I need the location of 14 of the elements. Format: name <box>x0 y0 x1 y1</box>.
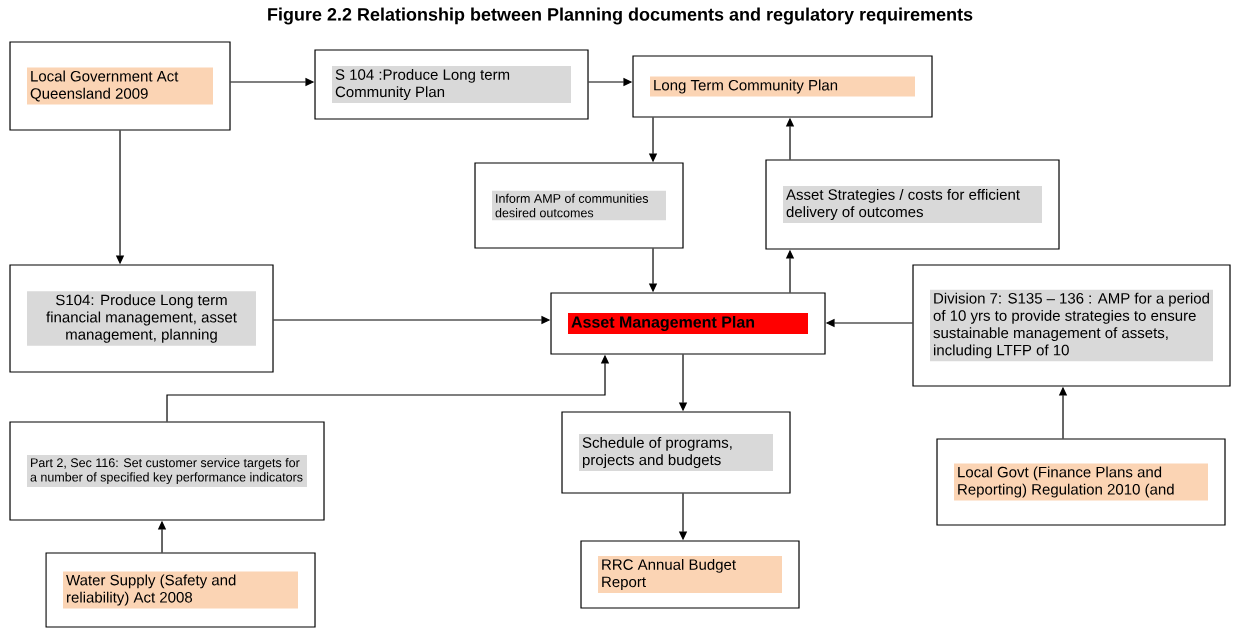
regulation-box: Local Govt (Finance Plans and Reporting) Regulation 2010 (and <box>936 438 1226 526</box>
act-box: Local Government Act Queensland 2009 <box>9 41 231 131</box>
process-box: Schedule of programs, projects and budgets <box>561 411 791 494</box>
act-box: Water Supply (Safety and reliability) Act 2008 <box>45 552 316 628</box>
plan-box: Asset Management Plan <box>550 292 826 355</box>
process-box: Division 7: S135 – 136 : AMP for a period of 10 yrs to provide strategies to ensure sustainable management of assets, including LTFP of 10 <box>912 264 1231 387</box>
plan-box: Long Term Community Plan <box>632 55 933 118</box>
process-box: Part 2, Sec 116: Set customer service targets for a number of specified key performance indicators <box>9 421 325 521</box>
process-box: S 104 :Produce Long term Community Plan <box>314 49 589 120</box>
figure-title: Figure 2.2 Relationship between Planning documents and regulatory requirements <box>268 7 973 25</box>
report-box: RRC Annual Budget Report <box>580 540 800 609</box>
process-box: Inform AMP of communities desired outcomes <box>474 162 684 249</box>
process-box: Asset Strategies / costs for efficient delivery of outcomes <box>765 159 1060 250</box>
process-box: S104: Produce Long term financial management, asset management, planning <box>9 264 274 373</box>
